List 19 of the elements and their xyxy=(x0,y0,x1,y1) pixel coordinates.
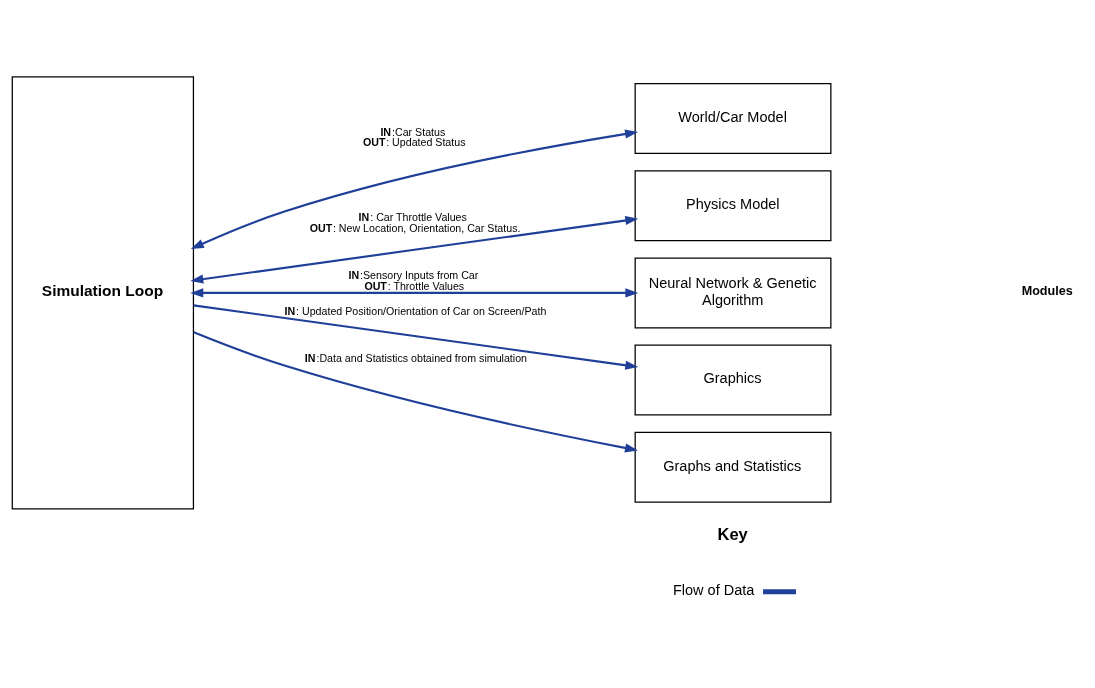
arrow xyxy=(190,129,639,250)
label: Modules xyxy=(1021,284,1073,299)
node-box: Graphs and Statistics xyxy=(634,431,832,503)
arrow xyxy=(193,331,638,453)
legend-label: Flow of Data xyxy=(672,582,755,599)
edge-label: IN:Data and Statistics obtained from simulation xyxy=(304,351,528,364)
arrow xyxy=(190,216,639,284)
node-box: Graphics xyxy=(634,344,832,416)
edge-label: IN: Car Throttle Values OUT: New Location, Orientation, Car Status. xyxy=(309,211,521,234)
arrow xyxy=(190,288,639,298)
node-box: Physics Model xyxy=(634,170,832,242)
node-box: Neural Network & Genetic Algorithm xyxy=(634,257,832,329)
edge-label: IN:Car Status OUT: Updated Status xyxy=(362,125,466,149)
node-box: World/Car Model xyxy=(634,83,832,155)
arrow xyxy=(193,304,639,370)
edge-label: IN:Sensory Inputs from Car OUT: Throttle Values xyxy=(348,269,479,292)
edge-label: IN: Updated Position/Orientation of Car on Screen/Path xyxy=(284,304,547,317)
label: Key xyxy=(717,525,748,544)
node-box: Simulation Loop xyxy=(11,76,195,510)
